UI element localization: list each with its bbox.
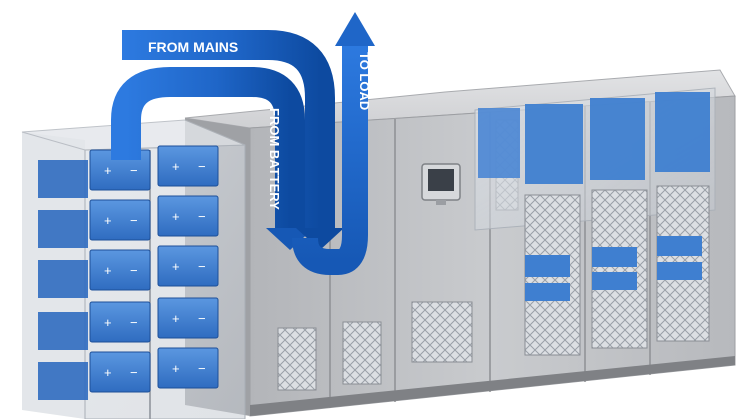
vent-grille	[343, 322, 381, 384]
battery-block-side	[38, 210, 88, 248]
from-battery-label: FROM BATTERY	[267, 108, 282, 210]
battery-block	[158, 196, 218, 236]
battery-plus-symbol: +	[172, 209, 180, 224]
battery-block	[158, 146, 218, 186]
battery-minus-symbol: −	[198, 209, 206, 224]
battery-block	[158, 246, 218, 286]
to-load-arrowhead	[335, 12, 375, 46]
battery-block-side	[38, 260, 88, 298]
battery-minus-symbol: −	[198, 259, 206, 274]
battery-block-side	[38, 312, 88, 350]
battery-block	[90, 250, 150, 290]
battery-minus-symbol: −	[130, 263, 138, 278]
vent-grille	[412, 302, 472, 362]
battery-plus-symbol: +	[172, 361, 180, 376]
battery-block	[158, 348, 218, 388]
battery-plus-symbol: +	[104, 163, 112, 178]
battery-minus-symbol: −	[198, 311, 206, 326]
from-mains-label: FROM MAINS	[148, 39, 238, 55]
module-panel	[592, 190, 647, 348]
battery-block-side	[38, 362, 88, 400]
battery-minus-symbol: −	[198, 159, 206, 174]
to-load-label: TO LOAD	[357, 52, 372, 110]
battery-plus-symbol: +	[172, 259, 180, 274]
vent-grille	[278, 328, 316, 390]
battery-plus-symbol: +	[104, 263, 112, 278]
battery-plus-symbol: +	[172, 159, 180, 174]
battery-minus-symbol: −	[130, 213, 138, 228]
battery-minus-symbol: −	[198, 361, 206, 376]
battery-minus-symbol: −	[130, 315, 138, 330]
battery-minus-symbol: −	[130, 365, 138, 380]
display-screen	[428, 169, 454, 191]
battery-plus-symbol: +	[104, 213, 112, 228]
battery-minus-symbol: −	[130, 163, 138, 178]
battery-block	[90, 352, 150, 392]
battery-plus-symbol: +	[104, 365, 112, 380]
battery-block	[90, 302, 150, 342]
battery-plus-symbol: +	[104, 315, 112, 330]
battery-plus-symbol: +	[172, 311, 180, 326]
battery-block	[90, 200, 150, 240]
control-display	[422, 164, 460, 205]
battery-block-side	[38, 160, 88, 198]
battery-block	[158, 298, 218, 338]
